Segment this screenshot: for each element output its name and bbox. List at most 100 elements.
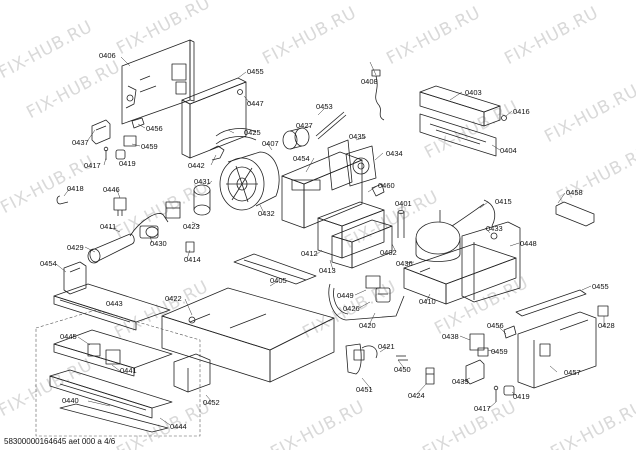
part-0454-cover xyxy=(281,151,363,229)
part-label[interactable]: 0411 xyxy=(100,222,117,231)
part-label[interactable]: 0420 xyxy=(359,321,376,330)
part-0406-back-panel xyxy=(121,39,195,125)
part-0401-tube xyxy=(397,210,405,238)
part-label[interactable]: 0419 xyxy=(119,159,136,168)
part-0424-clip xyxy=(425,367,435,385)
part-label[interactable]: 0451 xyxy=(356,385,373,394)
part-label[interactable]: 0427 xyxy=(296,121,313,130)
part-label[interactable]: 0419 xyxy=(513,392,530,401)
part-0454-bracket xyxy=(63,261,87,295)
part-0420-group xyxy=(328,283,405,321)
part-label[interactable]: 0459 xyxy=(141,142,158,151)
part-0456-small-bulb xyxy=(503,325,517,339)
part-label[interactable]: 0452 xyxy=(203,398,220,407)
part-label[interactable]: 0447 xyxy=(247,99,264,108)
part-label[interactable]: 0431 xyxy=(194,177,211,186)
part-label[interactable]: 0416 xyxy=(513,107,530,116)
part-0422-floor xyxy=(161,287,335,383)
part-label[interactable]: 0436 xyxy=(396,259,413,268)
part-0417-screw xyxy=(103,146,109,160)
part-label[interactable]: 0433 xyxy=(486,224,503,233)
part-label[interactable]: 0453 xyxy=(316,102,333,111)
part-label[interactable]: 0448 xyxy=(520,239,537,248)
part-label[interactable]: 0441 xyxy=(120,366,137,375)
part-0456-bulb xyxy=(131,117,145,129)
part-label[interactable]: 0455 xyxy=(247,67,264,76)
part-0444-trim xyxy=(59,403,169,433)
part-label[interactable]: 0429 xyxy=(67,243,84,252)
part-label[interactable]: 0449 xyxy=(337,291,354,300)
part-label[interactable]: 0443 xyxy=(106,299,123,308)
part-0419-small-clip xyxy=(503,385,515,396)
part-label[interactable]: 0432 xyxy=(258,209,275,218)
part-label[interactable]: 0457 xyxy=(564,368,581,377)
part-label[interactable]: 0454 xyxy=(40,259,57,268)
part-label[interactable]: 0402 xyxy=(380,248,397,257)
part-0438-module xyxy=(469,333,485,351)
part-label[interactable]: 0456 xyxy=(487,321,504,330)
part-0425-ring xyxy=(215,128,257,145)
leader-lines xyxy=(55,56,605,426)
part-label[interactable]: 0430 xyxy=(150,239,167,248)
part-0418-clip xyxy=(56,195,69,205)
part-label[interactable]: 0421 xyxy=(378,342,395,351)
part-0423-switch xyxy=(165,201,181,219)
part-0453-shaft xyxy=(315,111,347,140)
part-0450-wire xyxy=(396,355,408,361)
part-label[interactable]: 0438 xyxy=(442,332,459,341)
part-label[interactable]: 0458 xyxy=(566,188,583,197)
part-0458-bracket xyxy=(555,201,595,227)
part-label[interactable]: 0406 xyxy=(99,51,116,60)
part-label[interactable]: 0417 xyxy=(84,161,101,170)
part-label[interactable]: 0401 xyxy=(395,199,412,208)
part-label[interactable]: 0450 xyxy=(394,365,411,374)
part-label[interactable]: 0414 xyxy=(184,255,201,264)
part-0417-small-screw xyxy=(493,385,499,402)
part-label[interactable]: 0417 xyxy=(474,404,491,413)
part-label[interactable]: 0460 xyxy=(378,181,395,190)
part-0460-clip xyxy=(371,183,385,197)
part-label[interactable]: 0422 xyxy=(165,294,182,303)
part-label[interactable]: 0407 xyxy=(262,139,279,148)
part-label[interactable]: 0418 xyxy=(67,184,84,193)
part-0430-connector xyxy=(145,226,159,238)
part-0459-small-holder xyxy=(477,347,489,357)
part-0426-starter xyxy=(375,287,391,303)
part-0449-relay xyxy=(365,275,381,289)
part-label[interactable]: 0440 xyxy=(62,396,79,405)
part-label[interactable]: 0456 xyxy=(146,124,163,133)
part-0435-plate xyxy=(327,139,353,191)
part-label[interactable]: 0437 xyxy=(72,138,89,147)
part-label[interactable]: 0425 xyxy=(244,128,261,137)
part-label[interactable]: 0405 xyxy=(270,276,287,285)
part-0403-cover xyxy=(419,85,501,127)
part-0414-plug xyxy=(185,241,195,253)
part-label[interactable]: 0415 xyxy=(495,197,512,206)
part-0455-rail xyxy=(515,289,587,317)
part-label[interactable]: 0439 xyxy=(452,377,469,386)
part-label[interactable]: 0435 xyxy=(349,132,366,141)
part-label[interactable]: 0444 xyxy=(170,422,187,431)
part-label[interactable]: 0445 xyxy=(60,332,77,341)
part-label[interactable]: 0408 xyxy=(361,77,378,86)
part-label[interactable]: 0404 xyxy=(500,146,517,155)
part-label[interactable]: 0412 xyxy=(301,249,318,258)
part-0421-cable xyxy=(353,345,378,361)
part-label[interactable]: 0434 xyxy=(386,149,403,158)
part-label[interactable]: 0413 xyxy=(319,266,336,275)
part-label[interactable]: 0455 xyxy=(592,282,609,291)
part-label[interactable]: 0424 xyxy=(408,391,425,400)
part-label[interactable]: 0426 xyxy=(343,304,360,313)
part-label[interactable]: 0410 xyxy=(419,297,436,306)
part-0405-strip xyxy=(233,253,317,285)
part-label[interactable]: 0423 xyxy=(183,222,200,231)
part-label[interactable]: 0428 xyxy=(598,321,615,330)
part-label[interactable]: 0442 xyxy=(188,161,205,170)
part-label[interactable]: 0446 xyxy=(103,185,120,194)
part-label[interactable]: 0459 xyxy=(491,347,508,356)
part-0440-bezel xyxy=(49,369,173,419)
part-0437-bracket xyxy=(91,119,111,145)
part-label[interactable]: 0454 xyxy=(293,154,310,163)
part-label[interactable]: 0403 xyxy=(465,88,482,97)
